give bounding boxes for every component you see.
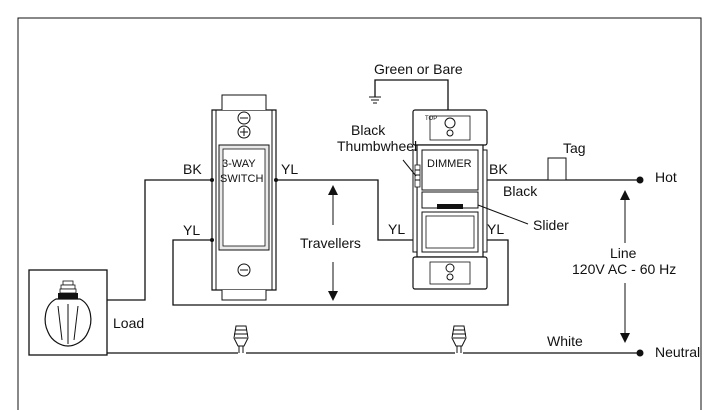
label-travellers: Travellers xyxy=(300,235,361,251)
label-neutral: Neutral xyxy=(655,344,700,360)
label-thumbwheel: Thumbwheel xyxy=(337,138,417,154)
line-voltage-arrow xyxy=(620,190,630,343)
label-load: Load xyxy=(113,315,144,331)
label-yl-dimmer-right: YL xyxy=(487,221,504,237)
tag-marker xyxy=(547,157,567,181)
slider-pointer xyxy=(477,204,529,225)
label-yl-switch-bottom: YL xyxy=(183,222,200,238)
label-white: White xyxy=(547,333,583,349)
light-bulb-icon xyxy=(44,280,92,347)
screw-icon xyxy=(237,111,251,139)
label-switch-name-1: 3-WAY xyxy=(222,158,256,170)
label-line: Line xyxy=(610,245,637,261)
label-bk-dimmer: BK xyxy=(489,161,508,177)
three-way-switch xyxy=(210,94,278,301)
wire-nut-icon xyxy=(451,325,467,353)
label-yl-dimmer-left: YL xyxy=(388,221,405,237)
label-dimmer: DIMMER xyxy=(427,158,472,170)
ground-wire xyxy=(374,79,449,110)
wire-nut-icon xyxy=(233,325,249,353)
hot-terminal-dot xyxy=(636,176,644,184)
label-bk-switch: BK xyxy=(183,161,202,177)
label-tag: Tag xyxy=(563,140,586,156)
traveller-top-wire xyxy=(276,179,413,241)
label-hot: Hot xyxy=(655,169,677,185)
label-green-or-bare: Green or Bare xyxy=(374,61,463,77)
label-yl-switch-top: YL xyxy=(281,161,298,177)
traveller-bottom-wire xyxy=(172,239,509,306)
dimmer-device xyxy=(412,109,488,290)
ground-icon xyxy=(369,96,381,104)
label-slider: Slider xyxy=(533,217,569,233)
label-line-voltage: 120V AC - 60 Hz xyxy=(572,261,676,277)
label-black: Black xyxy=(351,122,386,138)
travellers-arrow xyxy=(328,185,338,301)
label-switch-name-2: SWITCH xyxy=(220,173,263,185)
diagram-frame xyxy=(17,17,702,410)
load-to-switch-wire xyxy=(107,179,212,301)
label-black-wire: Black xyxy=(503,183,538,199)
label-top: TOP xyxy=(425,116,437,122)
neutral-terminal-dot xyxy=(636,349,644,357)
thumbwheel-pointer xyxy=(402,159,417,177)
